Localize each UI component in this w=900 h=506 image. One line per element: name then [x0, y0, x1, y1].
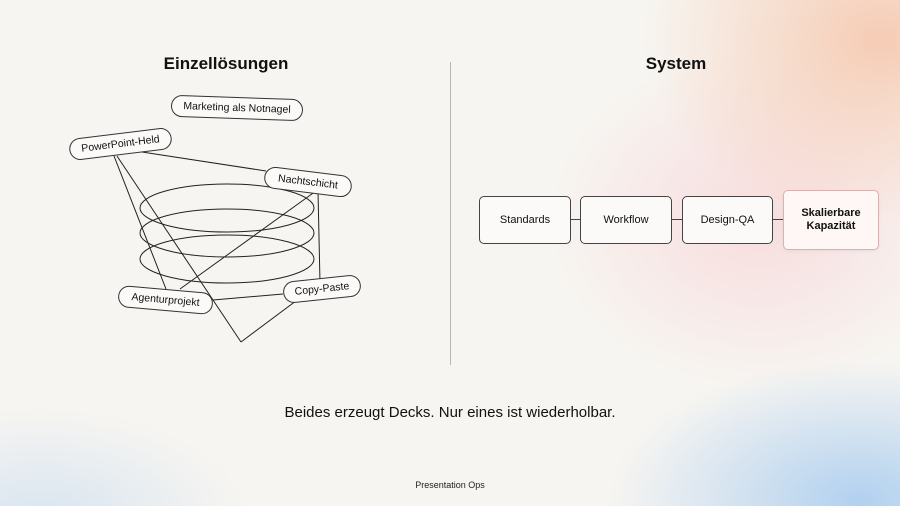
arrow-line	[672, 219, 682, 220]
loop-ellipse-middle	[139, 208, 315, 258]
connector-line	[317, 190, 321, 284]
connector-line	[179, 190, 317, 290]
slide-caption: Beides erzeugt Decks. Nur eines ist wied…	[284, 404, 616, 421]
label-marketing-als-notnagel: Marketing als Notnagel	[170, 94, 304, 122]
arrow-line	[773, 219, 783, 220]
loop-ellipse-top	[139, 183, 315, 233]
arrow-line	[571, 219, 580, 220]
connector-line	[113, 155, 167, 290]
loop-ellipse-bottom	[139, 234, 315, 284]
step-design-qa: Design-QA	[682, 196, 773, 244]
connector-line	[116, 155, 242, 343]
left-heading: Einzellösungen	[163, 54, 289, 73]
step-standards: Standards	[479, 196, 571, 244]
connector-line	[141, 151, 267, 172]
center-divider	[450, 62, 451, 365]
right-heading: System	[645, 54, 707, 73]
step-workflow: Workflow	[580, 196, 672, 244]
connector-line	[212, 293, 284, 301]
slide-footer: Presentation Ops	[415, 480, 485, 490]
chaos-lines-diagram	[113, 151, 321, 343]
